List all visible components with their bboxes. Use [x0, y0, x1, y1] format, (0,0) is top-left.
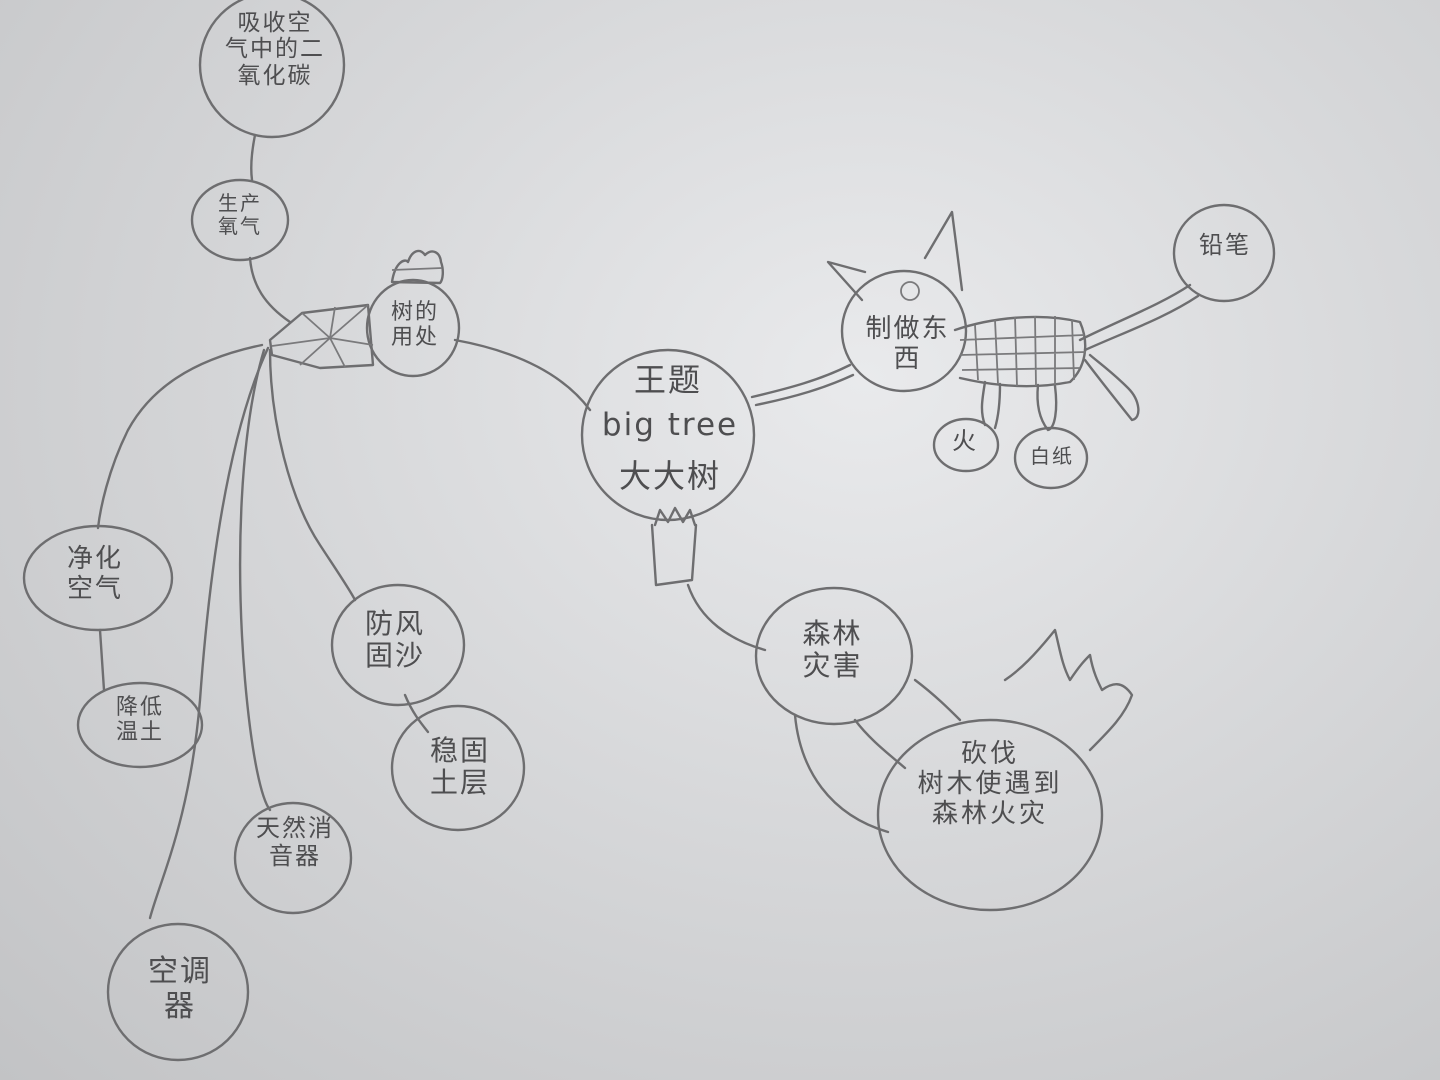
uses-node-crown-band [391, 267, 443, 271]
purify-air-node-circle [22, 524, 174, 632]
forest-disaster-node-label: 森林 灾害 [802, 617, 863, 683]
make-things-node-label: 制做东 西 [865, 314, 950, 374]
produce-o2-node-label: 生产 氧气 [218, 191, 262, 238]
pencil-node-circle [1172, 203, 1276, 303]
link-uses-to-center [453, 338, 592, 412]
aircon-node-circle [106, 922, 250, 1062]
white-paper-node-label: 白纸 [1030, 444, 1074, 468]
cat-right-ear [923, 210, 964, 292]
silencer-node-circle [233, 801, 353, 915]
pencil-node-label: 铅笔 [1199, 231, 1251, 259]
uses-node-label: 树的 用处 [390, 300, 439, 351]
center-node-label-line2: big tree [601, 407, 739, 443]
cat-front-leg [980, 380, 1002, 430]
center-node-label-line3: 大大树 [618, 457, 721, 495]
link-disaster-to-cutting-b [853, 718, 907, 770]
link-o2-to-uses [248, 256, 292, 324]
link-trunk-to-disaster [686, 583, 767, 652]
lower-temp-node-label: 降低 温土 [115, 695, 164, 746]
tree-crown-roots [653, 506, 697, 527]
link-hub-to-aircon [148, 346, 270, 920]
cat-tail [1078, 283, 1200, 352]
uses-node-circle [365, 278, 461, 378]
cat-left-ear [826, 260, 867, 302]
link-center-to-make-2 [754, 373, 855, 407]
link-disaster-to-cutting-c [913, 678, 962, 722]
cat-back-leg [1083, 353, 1140, 422]
cutting-node-circle [876, 718, 1104, 912]
silencer-node-label: 天然消 音器 [256, 814, 334, 870]
center-node-label-line1: 王题 [633, 361, 702, 399]
forest-disaster-node-circle [754, 586, 914, 726]
aircon-node-label: 空调 器 [148, 954, 212, 1024]
uses-node-crown [390, 249, 444, 285]
tree-trunk [650, 523, 698, 587]
white-paper-node-circle [1013, 426, 1089, 490]
cat-mid-leg [1036, 383, 1058, 432]
stabilize-soil-node-circle [390, 704, 526, 832]
windbreak-node-label: 防风 固沙 [364, 607, 425, 673]
hub-lens-rays [271, 304, 374, 368]
fire-node-circle [932, 417, 1000, 473]
link-hub-to-silencer [238, 348, 272, 812]
link-purify-to-lower [98, 628, 106, 692]
link-hub-to-purify [96, 343, 264, 530]
cutting-node-label: 砍伐 树木使遇到 森林火灾 [917, 739, 1063, 829]
absorb-co2-node-circle [198, 0, 346, 139]
flame-drawing [1003, 628, 1134, 752]
fire-node-label: 火 [952, 427, 978, 455]
link-hub-to-windbreak [268, 348, 357, 602]
windbreak-node-circle [330, 583, 466, 707]
produce-o2-node-circle [190, 178, 290, 262]
absorb-co2-node-label: 吸收空 气中的二 氧化碳 [225, 10, 325, 89]
link-co2-to-o2 [250, 133, 257, 182]
stabilize-soil-node-label: 稳固 土层 [429, 734, 490, 800]
make-things-node-circle [840, 269, 968, 393]
purify-air-node-label: 净化 空气 [66, 544, 123, 604]
link-center-to-make [750, 363, 852, 399]
cat-number-mark [900, 281, 920, 301]
lower-temp-node-circle [76, 681, 204, 769]
link-windbreak-to-stabilize [403, 693, 430, 734]
link-disaster-to-cutting-a [793, 713, 890, 834]
cat-body-grid [959, 315, 1087, 387]
